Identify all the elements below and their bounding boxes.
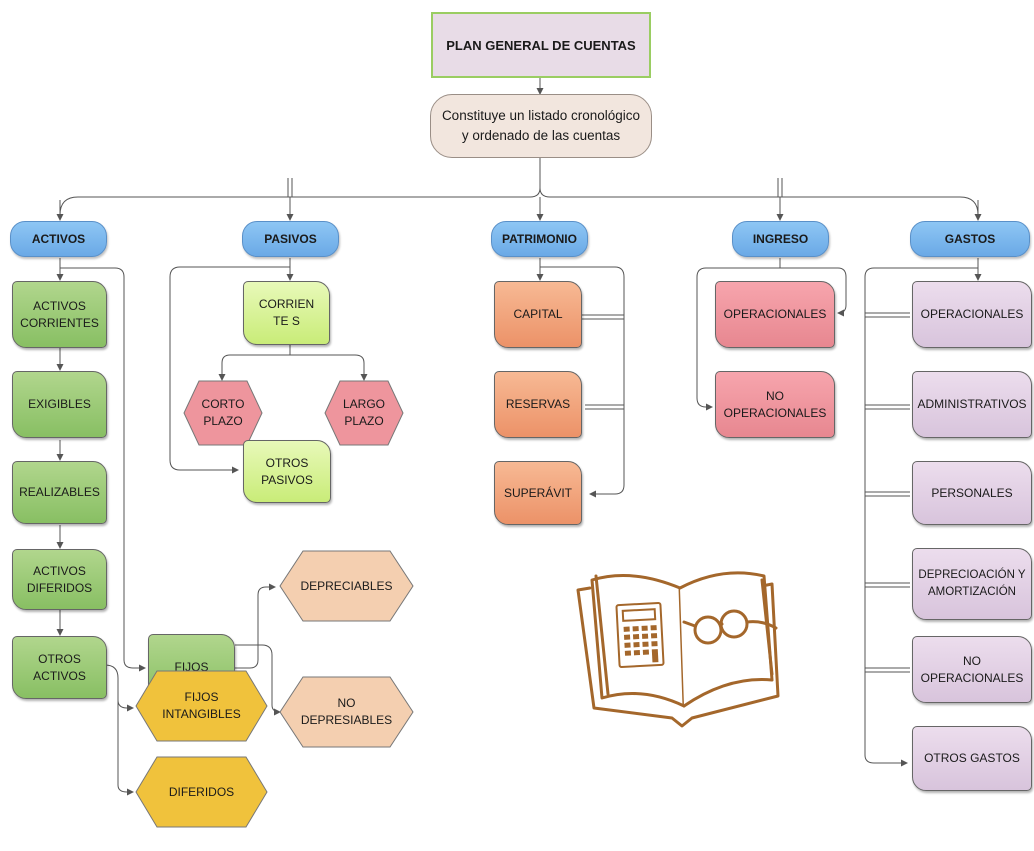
node-ingreso-operacionales: OPERACIONALES: [715, 281, 835, 348]
diagram-title: PLAN GENERAL DE CUENTAS: [431, 12, 651, 78]
largo-plazo-label: LARGO PLAZO: [343, 397, 386, 428]
node-reservas: RESERVAS: [494, 371, 582, 438]
node-realizables: REALIZABLES: [12, 461, 107, 524]
fijos-intangibles-label: FIJOS INTANGIBLES: [162, 690, 241, 721]
node-superavit: SUPERÁVIT: [494, 461, 582, 525]
description-box: Constituye un listado cronológico y orde…: [430, 94, 652, 158]
node-activos-corrientes: ACTIVOS CORRIENTES: [12, 281, 107, 348]
category-pasivos: PASIVOS: [242, 221, 339, 257]
node-gastos-otros: OTROS GASTOS: [912, 726, 1032, 791]
node-gastos-personales: PERSONALES: [912, 461, 1032, 525]
node-exigibles: EXIGIBLES: [12, 371, 107, 438]
book-with-calculator-and-glasses-icon: [576, 571, 780, 728]
node-gastos-administrativos: ADMINISTRATIVOS: [912, 371, 1032, 438]
no-depresiables-label: NO DEPRESIABLES: [300, 696, 393, 727]
depreciables-label: DEPRECIABLES: [300, 578, 393, 593]
node-depreciables: DEPRECIABLES: [279, 550, 414, 622]
node-gastos-operacionales: OPERACIONALES: [912, 281, 1032, 348]
diferidos-label: DIFERIDOS: [168, 784, 235, 799]
node-gastos-no-operacionales: NO OPERACIONALES: [912, 636, 1032, 703]
node-largo-plazo: LARGO PLAZO: [324, 380, 404, 446]
category-activos: ACTIVOS: [10, 221, 107, 257]
node-activos-diferidos: ACTIVOS DIFERIDOS: [12, 549, 107, 610]
node-fijos-intangibles: FIJOS INTANGIBLES: [135, 670, 268, 742]
node-ingreso-no-operacionales: NO OPERACIONALES: [715, 371, 835, 438]
category-gastos: GASTOS: [910, 221, 1030, 257]
node-corto-plazo: CORTO PLAZO: [183, 380, 263, 446]
node-capital: CAPITAL: [494, 281, 582, 348]
corto-plazo-label: CORTO PLAZO: [201, 397, 245, 428]
category-patrimonio: PATRIMONIO: [491, 221, 588, 257]
node-otros-pasivos: OTROS PASIVOS: [243, 440, 331, 503]
node-diferidos: DIFERIDOS: [135, 756, 268, 828]
node-pasivos-corrientes: CORRIENTE S: [243, 281, 330, 345]
node-otros-activos: OTROS ACTIVOS: [12, 636, 107, 699]
node-gastos-depreciacion: DEPRECIOACIÓN Y AMORTIZACIÓN: [912, 548, 1032, 620]
node-no-depresiables: NO DEPRESIABLES: [279, 676, 414, 748]
category-ingreso: INGRESO: [732, 221, 829, 257]
